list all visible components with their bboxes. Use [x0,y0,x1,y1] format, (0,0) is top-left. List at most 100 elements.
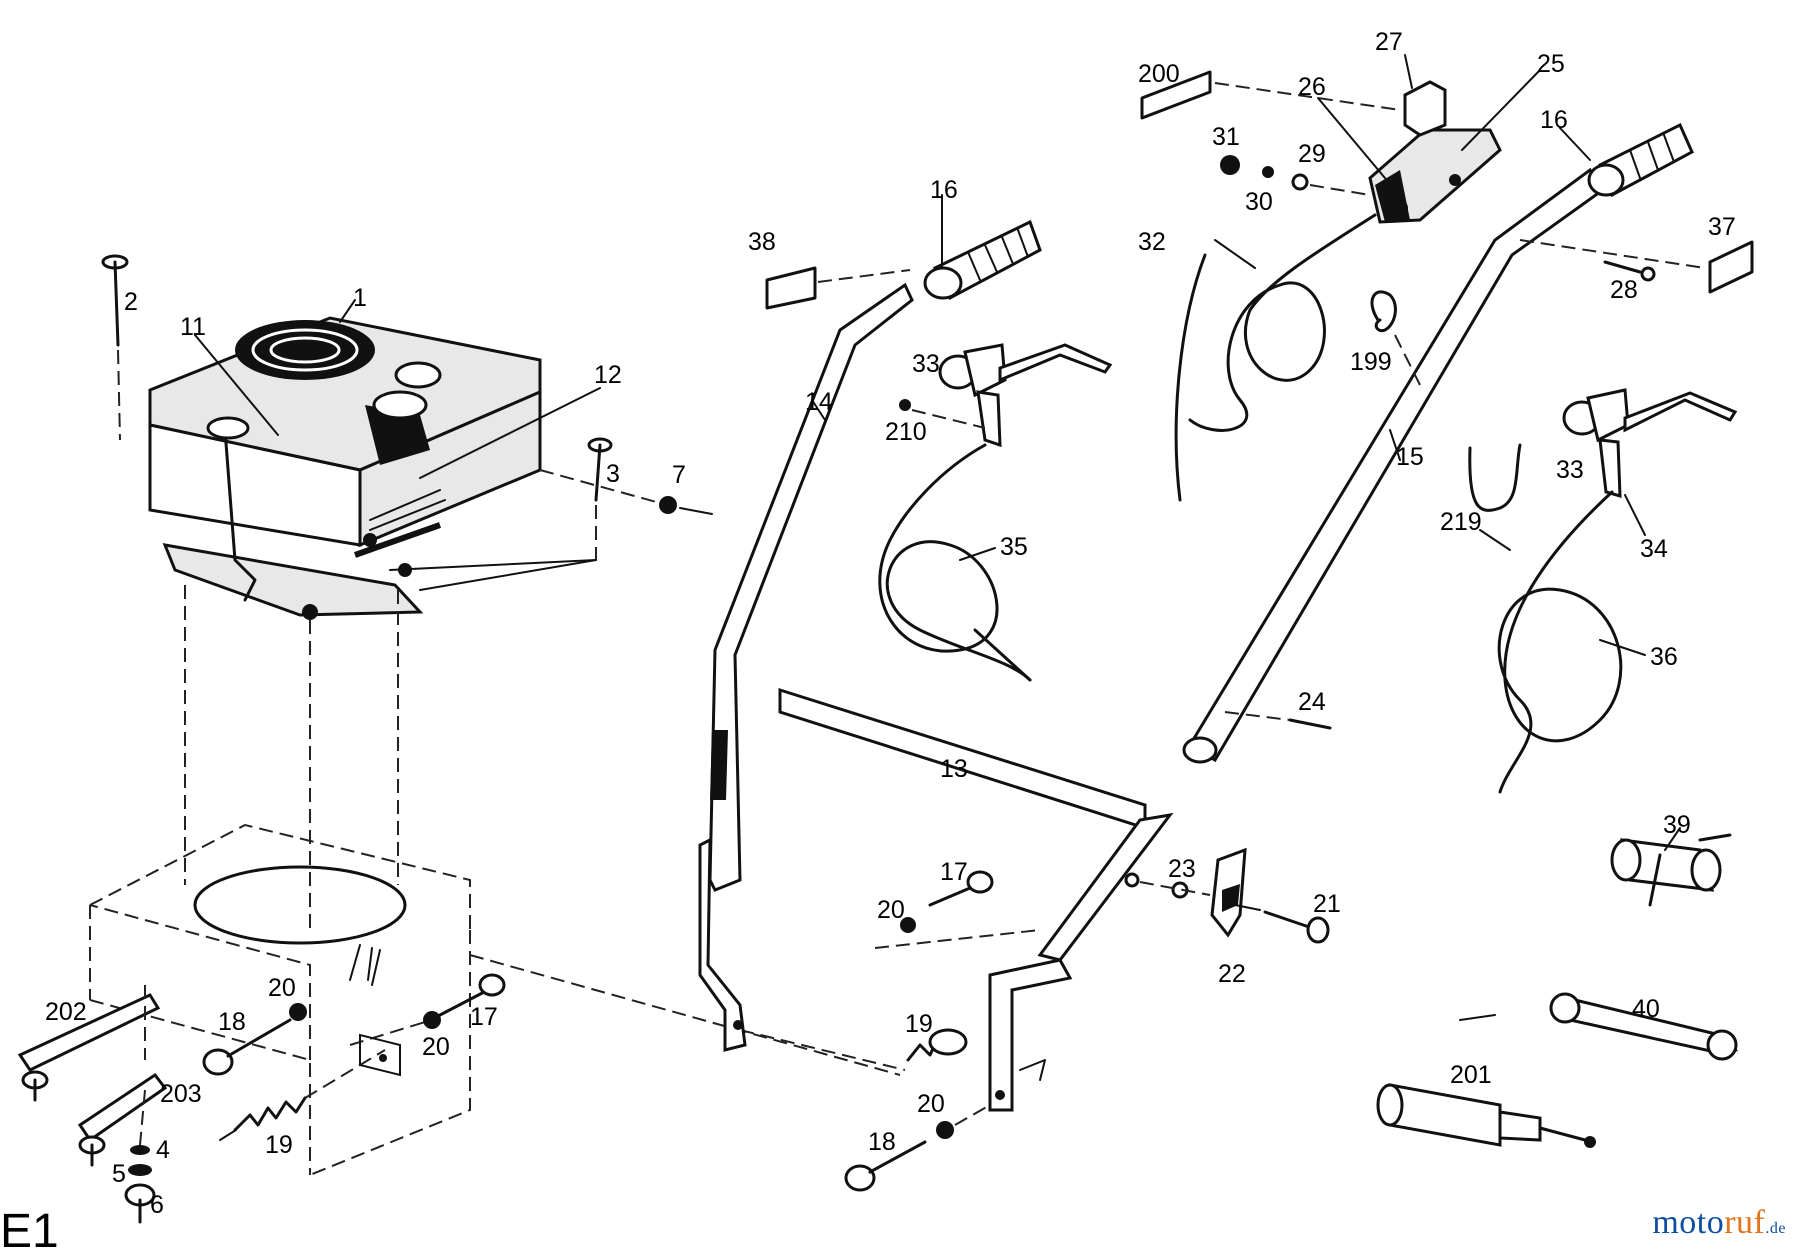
bolt-2 [101,254,129,441]
callout-23: 23 [1168,855,1196,883]
spark-plug-wrench-39 [1610,833,1732,907]
callout-26: 26 [1298,73,1326,101]
callout-29: 29 [1298,140,1326,168]
callout-7: 7 [672,461,686,489]
callout-38: 38 [748,228,776,256]
callout-25: 25 [1537,50,1565,78]
pin-203 [77,1072,168,1224]
callout-11: 11 [180,313,206,341]
lever-33-right [1562,388,1738,499]
grip-16-left [923,219,1042,301]
clip-219 [1468,443,1522,512]
callout-34: 34 [1640,535,1668,563]
washers-29-31 [1220,155,1371,196]
callout-21: 21 [1313,890,1341,918]
leader-lines [194,54,1681,1021]
bolt-18-right [844,1104,991,1192]
callout-35: 35 [1000,533,1028,561]
callout-17-right: 17 [940,858,968,886]
handle-left-bar-14 [698,282,914,1052]
screw-210 [899,399,986,429]
wrench-40 [1549,992,1739,1061]
callout-201: 201 [1450,1061,1492,1089]
callout-20-d: 20 [917,1090,945,1118]
callout-203: 203 [160,1080,202,1108]
callout-2: 2 [124,288,138,316]
callout-16-left: 16 [930,176,958,204]
cable-35 [878,443,1032,682]
callout-40: 40 [1632,995,1660,1023]
callout-18-left: 18 [218,1008,246,1036]
callout-20-b: 20 [422,1033,450,1061]
nut-7 [539,469,713,515]
callout-28: 28 [1610,276,1638,304]
callout-18-right: 18 [868,1128,896,1156]
callout-19-right: 19 [905,1010,933,1038]
watermark-part-b: ruf [1724,1204,1766,1241]
cable-36 [1497,490,1623,794]
callout-36: 36 [1650,643,1678,671]
callout-210: 210 [885,418,927,446]
washer-23 [1124,872,1211,899]
grip-16-right [1587,122,1694,198]
bolt-3 [389,437,613,591]
callout-24: 24 [1298,688,1326,716]
callout-31: 31 [1212,123,1240,151]
callout-12: 12 [594,361,622,389]
knob-27 [1403,80,1447,137]
callout-200: 200 [1138,60,1180,88]
callout-22: 22 [1218,960,1246,988]
callout-32: 32 [1138,228,1166,256]
lever-33-left [938,343,1113,448]
decal-38 [765,266,911,310]
callout-202: 202 [45,998,87,1026]
cable-32 [1174,213,1377,502]
watermark-part-a: moto [1652,1204,1725,1241]
part-callouts: 1 2 3 4 5 6 7 11 12 13 14 15 16 16 17 17… [45,28,1736,1219]
callout-19-left: 19 [265,1131,293,1159]
callout-3: 3 [606,460,620,488]
spring-19-left [219,1049,386,1141]
callout-14: 14 [805,388,833,416]
watermark-logo: motoruf.de [1652,1204,1786,1242]
callout-39: 39 [1663,811,1691,839]
handle-right-bar-15 [988,167,1602,1112]
callout-4: 4 [156,1136,170,1164]
callout-1: 1 [353,284,367,312]
callout-13: 13 [940,755,968,783]
bolt-21 [1263,910,1330,944]
callout-27: 27 [1375,28,1403,56]
clamp-22 [1210,847,1247,938]
callout-15: 15 [1396,443,1424,471]
bolt-28 [1603,260,1656,282]
watermark-part-c: .de [1765,1220,1786,1237]
spring-19-right [906,1028,968,1062]
decal-200 [1140,70,1401,120]
callout-219: 219 [1440,508,1482,536]
engine [148,316,542,620]
callout-20-a: 20 [268,974,296,1002]
callout-20-c: 20 [877,896,905,924]
callout-6: 6 [150,1191,164,1219]
bolt-17-left [349,973,506,1046]
nut-20-right [874,917,1041,949]
callout-30: 30 [1245,188,1273,216]
callout-16-right: 16 [1540,106,1568,134]
engine-mount [89,585,906,1176]
callout-33-right: 33 [1556,456,1584,484]
callout-37: 37 [1708,213,1736,241]
callout-33-left: 33 [912,350,940,378]
pin-202 [17,985,161,1102]
tool-201 [1376,1083,1596,1148]
callout-5: 5 [112,1160,126,1188]
bolt-17-right [928,870,994,907]
figure-label: E1 [0,1205,59,1256]
bolt-18-left [202,1003,307,1076]
pin-24 [1224,711,1332,730]
control-unit-25 [1368,128,1502,224]
clip-199 [1370,290,1421,386]
callout-17-left: 17 [470,1003,498,1031]
callout-199: 199 [1350,348,1392,376]
